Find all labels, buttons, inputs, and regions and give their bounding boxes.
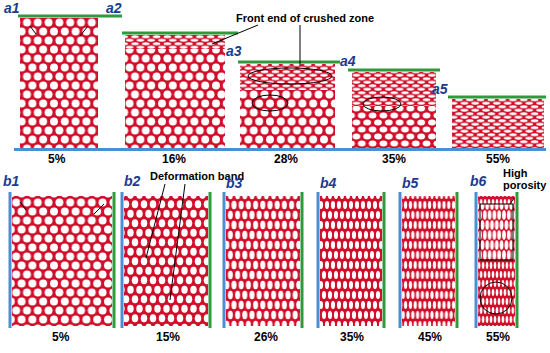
strain-label: 45%: [418, 331, 442, 344]
panel-tag: b1: [3, 174, 19, 189]
panel-tag: b6: [470, 174, 486, 189]
strain-label: 16%: [162, 153, 186, 166]
annotation: High porosity: [503, 167, 547, 191]
panel-tag: b2: [124, 174, 140, 189]
panel-tag: a2: [106, 1, 122, 16]
strain-label: 5%: [48, 153, 65, 166]
panel-tag: b4: [320, 176, 336, 191]
panel-tag: a3: [226, 44, 242, 59]
annotation: Front end of crushed zone: [236, 12, 374, 24]
strain-label: 35%: [340, 331, 364, 344]
strain-label: 28%: [274, 153, 298, 166]
panel-tag: a4: [340, 54, 356, 69]
panel-tag: b3: [226, 176, 242, 191]
strain-label: 55%: [486, 153, 510, 166]
strain-label: 5%: [52, 331, 69, 344]
strain-label: 26%: [254, 331, 278, 344]
strain-label: 55%: [486, 331, 510, 344]
panel-tag: a5: [432, 82, 448, 97]
strain-label: 15%: [156, 331, 180, 344]
panel-tag: a1: [4, 1, 20, 16]
strain-label: 35%: [382, 153, 406, 166]
panel-tag: b5: [402, 176, 418, 191]
